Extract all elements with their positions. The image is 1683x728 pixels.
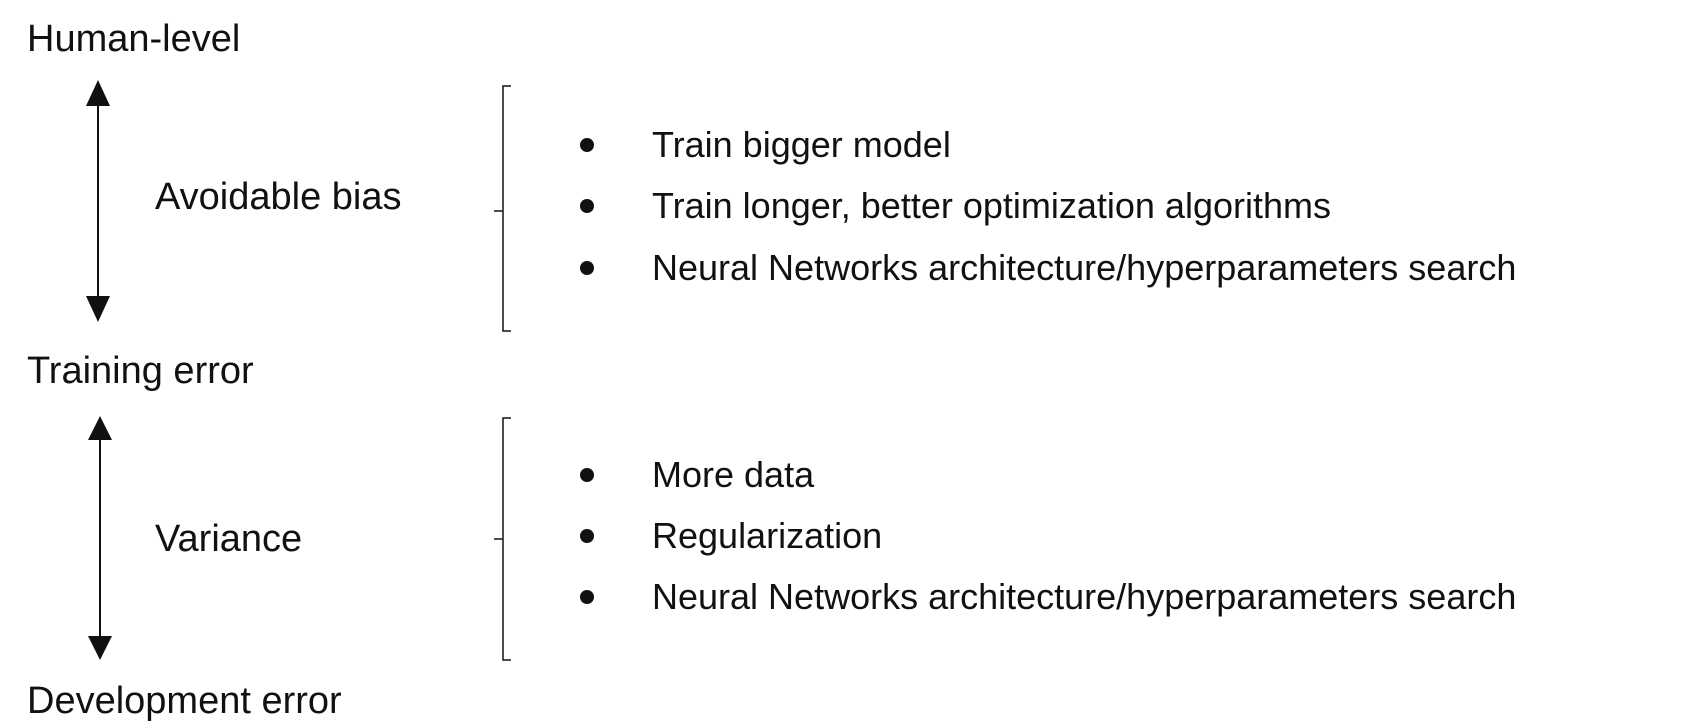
bias-tip-3: Neural Networks architecture/hyperparame… (652, 247, 1517, 288)
training-error-label: Training error (27, 350, 254, 392)
bullet-icon (580, 261, 594, 275)
variance-tip-2: Regularization (652, 515, 883, 556)
human-level-label: Human-level (27, 18, 241, 60)
bias-double-arrow (86, 80, 110, 322)
bullet-icon (580, 529, 594, 543)
variance-label: Variance (155, 518, 303, 560)
variance-tip-3: Neural Networks architecture/hyperparame… (652, 576, 1517, 617)
bullet-icon (580, 590, 594, 604)
development-error-label: Development error (27, 680, 342, 722)
variance-bracket (494, 417, 511, 661)
bias-tip-1: Train bigger model (652, 124, 951, 165)
variance-tip-1: More data (652, 454, 815, 495)
bullet-icon (580, 468, 594, 482)
bullet-icon (580, 138, 594, 152)
bullet-icon (580, 199, 594, 213)
variance-double-arrow (88, 416, 112, 660)
avoidable-bias-label: Avoidable bias (155, 176, 402, 218)
bias-bracket (494, 85, 511, 332)
bias-tip-2: Train longer, better optimization algori… (652, 185, 1331, 226)
